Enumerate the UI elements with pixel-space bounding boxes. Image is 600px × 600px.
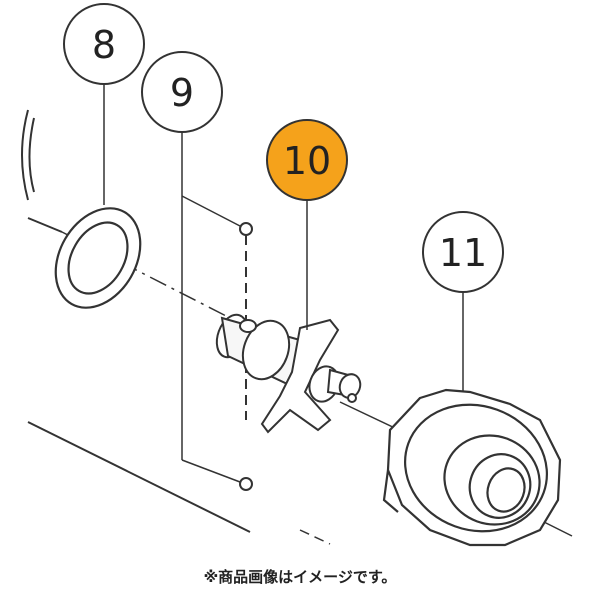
callout-10-label: 10 (283, 139, 331, 183)
housing-outline (21, 109, 251, 533)
part-9-pins (239, 222, 253, 491)
part-11-cap (382, 388, 562, 547)
callout-11-label: 11 (439, 231, 487, 275)
callout-9-label: 9 (170, 71, 194, 115)
callout-8-label: 8 (92, 23, 116, 67)
callout-9: 9 (141, 51, 223, 133)
leader-lines (103, 84, 464, 483)
part-10-impeller (215, 313, 362, 434)
callout-11: 11 (422, 211, 504, 293)
callout-8: 8 (63, 3, 145, 85)
callout-10: 10 (266, 119, 348, 201)
image-disclaimer-caption: ※商品画像はイメージです。 (203, 568, 397, 586)
callout-10-highlight (266, 119, 348, 201)
part-8-washer (54, 207, 142, 309)
